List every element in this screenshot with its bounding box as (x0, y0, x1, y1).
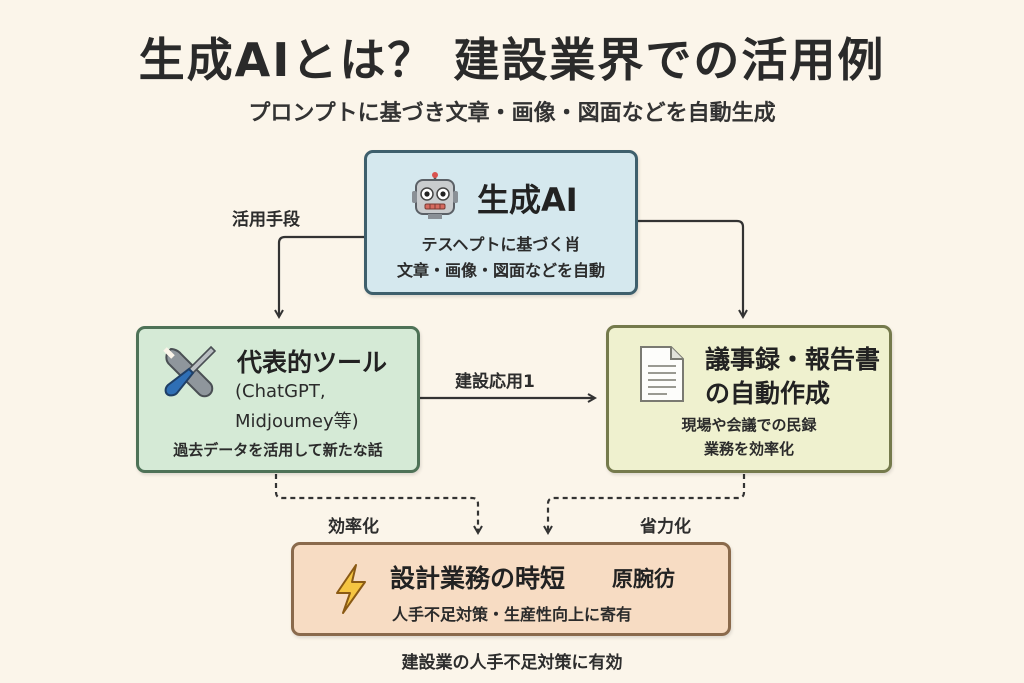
node-minutes-title-1: 議事録・報告書 (705, 345, 881, 374)
node-minutes: 議事録・報告書 の自動作成 現場や会議での民録 業務を効率化 (606, 325, 892, 473)
footer-note: 建設業の人手不足対策に有効 (401, 653, 623, 673)
edge-label-ai-to-tools: 活用手段 (232, 210, 300, 230)
node-tools: 代表的ツール (ChatGPT, Midjoumey等) 過去データを活用して新… (136, 326, 420, 473)
page-title: 生成AIとは？ 建設業界での活用例 (138, 33, 886, 87)
node-ai-line1: テスヘプトに基づく肖 (421, 235, 581, 254)
node-minutes-line2: 業務を効率化 (703, 440, 794, 458)
tools-icon (163, 345, 217, 398)
node-tools-line3: 過去データを活用して新たな話 (173, 441, 383, 459)
document-icon (640, 346, 684, 402)
node-generative-ai: 生成AI テスヘプトに基づく肖 文章・画像・図面などを自動 (364, 150, 638, 295)
edge-ai-to-minutes (638, 219, 743, 316)
node-design-line1: 人手不足対策・生産性向上に寄有 (392, 605, 633, 624)
node-tools-title: 代表的ツール (237, 348, 388, 377)
node-ai-line2: 文章・画像・図面などを自動 (396, 261, 605, 280)
node-minutes-line1: 現場や会議での民録 (681, 416, 817, 434)
node-design-title: 設計業務の時短 (390, 564, 566, 593)
robot-icon (412, 172, 458, 219)
edge-minutes-to-design (548, 474, 746, 532)
edge-label-tools-to-minutes: 建設応用1 (455, 372, 535, 392)
node-tools-line1: (ChatGPT, (235, 381, 326, 402)
node-tools-line2: Midjoumey等) (235, 411, 359, 432)
node-ai-title: 生成AI (477, 181, 578, 219)
node-design-title-extra: 原腕彷 (612, 567, 675, 591)
page-subtitle: プロンプトに基づき文章・画像・図面などを自動生成 (248, 101, 776, 126)
edge-label-tools-to-design: 効率化 (328, 517, 379, 537)
edge-label-minutes-to-design: 省力化 (640, 517, 691, 537)
edge-ai-to-tools (279, 235, 364, 316)
lightning-icon (336, 564, 366, 614)
edge-tools-to-design (274, 474, 478, 532)
node-minutes-title-2: の自動作成 (705, 379, 831, 408)
node-design: 設計業務の時短 原腕彷 人手不足対策・生産性向上に寄有 (291, 542, 731, 636)
